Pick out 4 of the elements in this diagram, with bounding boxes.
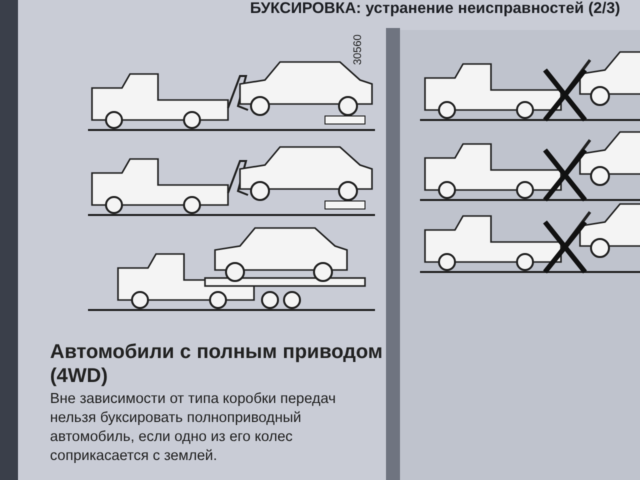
body-text: Вне зависимости от типа коробки передач нельзя буксировать полноприводный автомобиль, если одно из его колес соприкасается с землей.: [50, 390, 337, 466]
page-title: БУКСИРОВКА: устранение неисправностей (2/3): [250, 0, 622, 18]
section-heading: Автомобили с полным приводом (4WD): [50, 340, 384, 388]
figure-number: 30560: [352, 34, 364, 65]
